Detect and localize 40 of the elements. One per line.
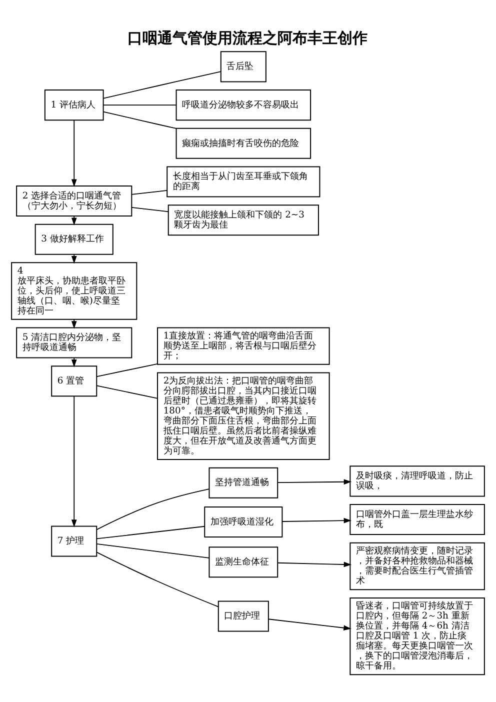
node-box: 及时吸痰，清理呼吸道，防止误吸，	[350, 465, 485, 496]
node-box: 7 护理	[51, 525, 98, 556]
node-box: 6 置管	[51, 365, 98, 396]
node-box: 监测生命体征	[208, 546, 278, 578]
arrow	[71, 119, 77, 186]
node-box: 口腔护理	[218, 600, 269, 632]
connector	[131, 190, 168, 194]
node-box: 加强呼吸道湿化	[204, 506, 283, 538]
node-box: 舌后坠	[220, 50, 266, 82]
node-box: 2 选择合适的口咽通气管 （宁大勿小，宁长勿短）	[16, 184, 132, 216]
connector	[103, 110, 177, 128]
node-box: 宽度以能接触上颌和下颌的 2~3 颗牙齿为最佳	[168, 204, 319, 236]
arrow	[277, 478, 352, 484]
arrow	[71, 395, 77, 527]
connector	[96, 384, 158, 398]
node-box: 1 评估病人	[44, 89, 104, 120]
node-box: 昏迷者，口咽管可持续放置于口腔内，但每隔 2～3h 重新换位置，并每隔 4～6h 清洁口腔及口咽管 1 次，防止痰痂堵塞。每天更换口咽管一次，换下的口咽管浸泡消毒后，晾干备用。	[350, 596, 485, 675]
connector	[96, 488, 210, 530]
connector	[131, 206, 169, 212]
connector	[96, 525, 206, 539]
node-box: 4 放平床头，协助患者取平卧位，头后仰，使上呼吸道三轴线（口、咽、喉)尽量坚持在同一	[11, 262, 138, 320]
node-box: 口咽管外口盖一层生理盐水纱布，既	[350, 504, 485, 535]
node-box: 1直接放置：将通气管的咽弯曲沿舌面顺势送至上咽部，将舌根与口咽后壁分开；	[157, 326, 330, 364]
arrow	[282, 517, 352, 523]
node-box: 呼吸道分泌物较多不容易吸出	[176, 89, 312, 120]
arrow	[277, 561, 352, 567]
connector	[103, 70, 222, 98]
connector	[96, 362, 158, 376]
diagram-title: 口咽通气管使用流程之阿布丰王创作	[127, 28, 368, 46]
node-box: 严密观察病情变更，随时记录，并备好各种抢救物品和器械，需要时配合医生行气管插管术	[350, 542, 485, 590]
node-box: 5 清洁口腔内分泌物，坚持呼吸道通畅	[16, 326, 132, 358]
node-box: 癫痫或抽搐时有舌咬伤的危险	[176, 127, 312, 158]
node-box: 长度相当于从门齿至耳垂或下颌角的距离	[166, 166, 320, 197]
arrow	[268, 618, 352, 630]
node-box: 坚持管道通畅	[208, 466, 278, 498]
connector	[96, 551, 219, 607]
connector	[102, 104, 176, 106]
node-box: 2为反向拔出法：把口咽管的咽弯曲部分向腭部拔出口腔，当其内口接近口咽后壁时（已通过悬雍垂），即将其旋转180°，借患者吸气时顺势向下推送，弯曲部分下面压住舌根，弯曲部分上面抵住口咽后壁。虽然后者比前者操纵难度大，但在开放气道及改善通气方面更为可靠。	[157, 372, 330, 460]
node-box: 3 做好解释工作	[34, 223, 114, 254]
connector	[96, 543, 210, 558]
